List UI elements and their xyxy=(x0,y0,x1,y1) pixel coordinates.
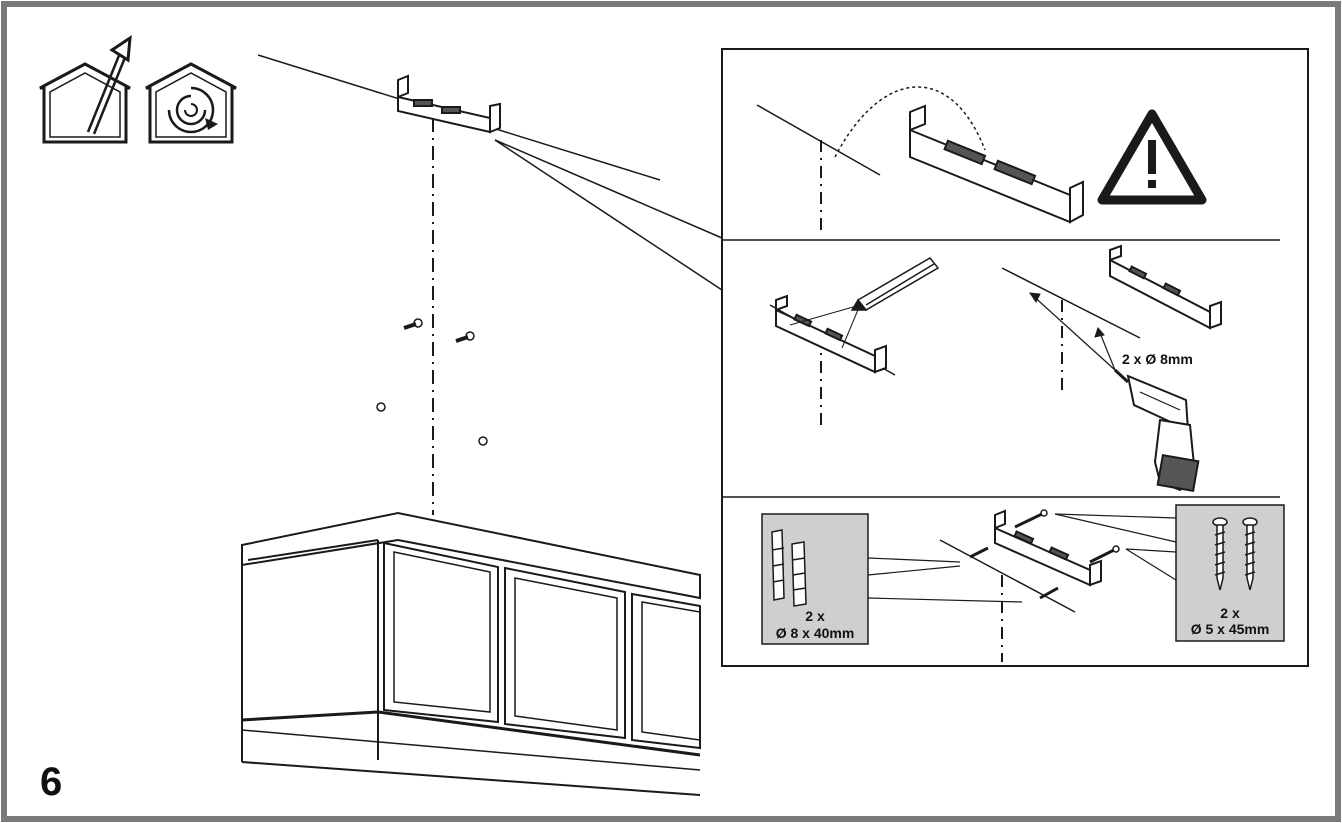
wall-plugs-qty: 2 x xyxy=(805,608,825,624)
ducted-exhaust-icon xyxy=(39,35,132,144)
wall-plug-icon xyxy=(771,529,807,607)
wall-screws xyxy=(376,318,488,446)
main-scene xyxy=(241,54,723,796)
wall-bracket xyxy=(397,74,501,134)
pencil-icon xyxy=(850,257,940,311)
detail-step-fix xyxy=(867,509,1177,662)
screws-qty: 2 x xyxy=(1220,605,1240,621)
screws-size: Ø 5 x 45mm xyxy=(1190,621,1270,637)
wall-plugs-size: Ø 8 x 40mm xyxy=(775,625,855,641)
screw-icon xyxy=(1212,517,1258,591)
drill-icon xyxy=(1113,368,1200,493)
wall-plugs-box xyxy=(761,513,869,645)
recirculation-icon xyxy=(145,62,237,144)
warning-icon xyxy=(1097,109,1207,205)
detail-step-position xyxy=(756,86,1084,230)
kitchen-cabinets xyxy=(241,511,701,796)
screws-box xyxy=(1175,504,1285,642)
detail-step-mark xyxy=(769,257,940,425)
step-number: 6 xyxy=(40,760,63,804)
detail-step-drill xyxy=(1001,244,1222,493)
drill-size-label: 2 x Ø 8mm xyxy=(1122,351,1193,367)
